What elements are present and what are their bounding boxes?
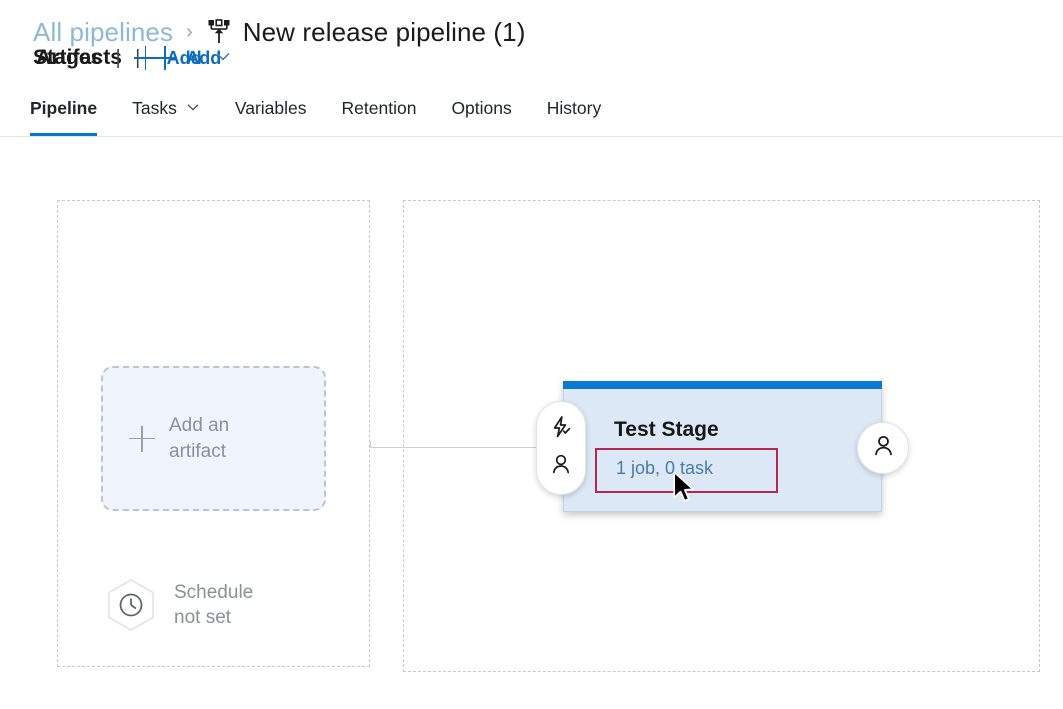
page-title: New release pipeline (1) [242, 16, 526, 47]
stages-header: Stages | Add [33, 46, 232, 70]
tab-variables-label: Variables [234, 97, 307, 118]
breadcrumb: All pipelines › New release pipeline (1) [33, 10, 526, 54]
pre-deployment-conditions-button[interactable] [536, 401, 586, 495]
add-artifact-line1: Add an [169, 415, 230, 437]
stages-divider: | [115, 46, 121, 69]
artifacts-title: Artifacts [36, 46, 123, 69]
lightning-bolt-icon [549, 415, 573, 444]
artifacts-panel [57, 200, 370, 667]
schedule-line2: not set [174, 607, 232, 628]
stage-status-bar [563, 381, 882, 389]
tab-retention-label: Retention [341, 97, 417, 118]
tab-history[interactable]: History [547, 80, 601, 122]
tab-variables[interactable]: Variables [235, 80, 307, 122]
add-artifact-line2: artifact [169, 440, 227, 462]
add-artifact-label: Add an artifact [169, 413, 229, 463]
tab-options-label: Options [451, 97, 512, 118]
stages-panel [403, 200, 1040, 672]
plus-icon[interactable] [133, 46, 158, 70]
tab-options[interactable]: Options [451, 80, 511, 122]
chevron-down-icon [186, 98, 200, 119]
tab-bar: Pipeline Tasks Variables Retention Optio… [0, 80, 1063, 137]
chevron-down-icon[interactable] [214, 47, 232, 70]
add-artifact-button[interactable]: Add [186, 47, 222, 68]
stage-name: Test Stage [614, 418, 719, 441]
stages-title: Stages [33, 46, 103, 69]
tab-retention[interactable]: Retention [342, 80, 417, 122]
post-deployment-conditions-button[interactable] [857, 422, 909, 474]
plus-icon [129, 425, 155, 452]
add-stage-button[interactable]: Add [166, 47, 202, 68]
tab-history-label: History [546, 97, 602, 118]
tab-tasks[interactable]: Tasks [132, 80, 200, 122]
release-pipeline-icon [206, 18, 232, 46]
schedule-trigger[interactable]: Schedule not set [106, 578, 253, 632]
person-icon [549, 452, 573, 481]
tab-tasks-label: Tasks [132, 97, 177, 118]
person-icon [871, 433, 896, 463]
breadcrumb-separator: › [186, 21, 193, 43]
add-artifact-dropzone[interactable]: Add an artifact [101, 366, 326, 511]
clock-icon [106, 578, 156, 632]
breadcrumb-all-pipelines-link[interactable]: All pipelines [33, 16, 174, 47]
schedule-label: Schedule not set [174, 580, 253, 630]
stage-card-test-stage[interactable]: Test Stage 1 job, 0 task [563, 381, 882, 512]
stage-jobs-tasks-link[interactable]: 1 job, 0 task [616, 458, 714, 478]
tab-pipeline[interactable]: Pipeline [30, 80, 98, 136]
schedule-line1: Schedule [174, 581, 254, 603]
plus-icon[interactable] [153, 46, 178, 70]
artifact-stage-connector [370, 441, 566, 448]
stage-jobs-tasks-highlight[interactable]: 1 job, 0 task [595, 448, 778, 493]
tab-pipeline-label: Pipeline [30, 97, 98, 118]
